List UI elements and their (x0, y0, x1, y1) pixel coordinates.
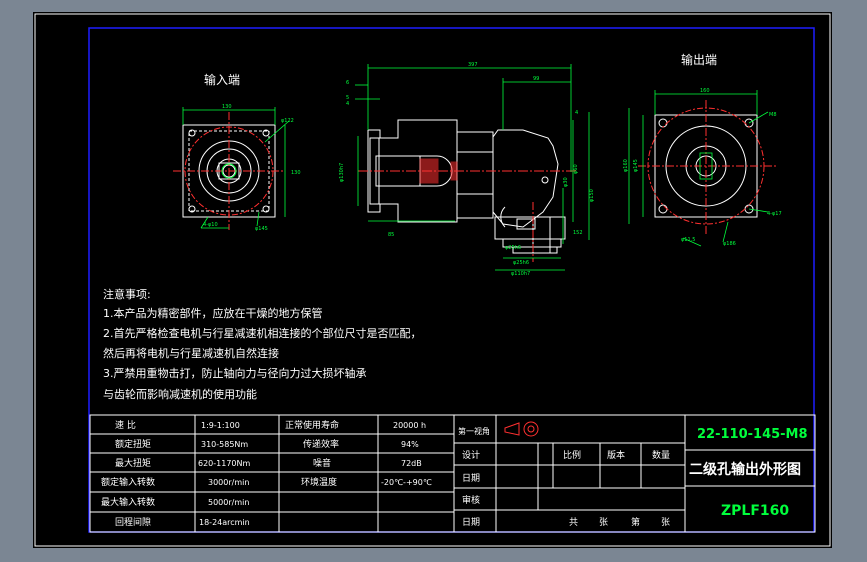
title-block: 第一视角 设计 日期 审核 日期 比例 版本 数量 共 张 第 张 22-110… (453, 414, 816, 533)
output-end-view: 输出端 160 M8 φ160 φ145 (623, 52, 782, 247)
row-date-2: 日期 (462, 517, 480, 528)
input-end-label: 输入端 (204, 72, 240, 87)
dim-input-pcd: φ122 (281, 118, 294, 124)
dim-output-holes: 4-φ17 (767, 211, 782, 217)
model-number: ZPLF160 (721, 503, 789, 519)
spec-label: 环境温度 (301, 476, 337, 488)
dim-flange-c: 4 (346, 101, 349, 107)
dim-pilot: φ130h7 (339, 163, 345, 182)
spec-label: 最大输入转数 (101, 496, 155, 508)
spec-value: -20℃-+90℃ (381, 478, 432, 487)
notes-block: 注意事项: 1.本产品为精密部件，应放在干燥的地方保管 2.首先严格检查电机与行… (103, 287, 422, 401)
output-end-label: 输出端 (681, 52, 717, 67)
sheet-unit: 张 (599, 517, 608, 528)
spec-value: 72dB (401, 459, 422, 468)
dim-output-circle: φ186 (723, 241, 736, 247)
spec-value: 1:9-1:100 (201, 421, 240, 430)
dim-output-height: 152 (573, 230, 583, 236)
dim-output-pcd: φ145 (633, 159, 639, 172)
spec-label: 回程间隙 (115, 516, 151, 528)
spec-value: 620-1170Nm (198, 459, 251, 468)
dim-output-width: 160 (700, 88, 710, 94)
spec-label: 速 比 (115, 419, 136, 431)
first-angle-symbol-icon (504, 421, 539, 437)
projection-label: 第一视角 (458, 426, 490, 436)
header-quantity: 数量 (652, 449, 670, 461)
dim-flange-a: 6 (346, 80, 349, 86)
dim-input-width: 130 (222, 104, 232, 110)
dim-output-bore-b: φ25h6 (505, 245, 521, 251)
spec-value: 18-24arcmin (199, 518, 250, 527)
dim-body-height: φ150 (589, 189, 595, 202)
sheet-total: 共 (569, 517, 578, 528)
spec-table: 速 比 1:9-1:100 正常使用寿命 20000 h 额定扭矩 310-58… (89, 414, 455, 533)
note-line: 然后再将电机与行星减速机自然连接 (103, 346, 279, 360)
dim-flange-b: 5 (346, 95, 349, 101)
dim-output-thread: M8 (769, 112, 777, 118)
input-end-view: 输入端 130 φ122 13 (173, 72, 301, 232)
spec-value: 3000r/min (208, 478, 249, 487)
dim-output-pilot: φ110h7 (511, 271, 530, 277)
note-line: 1.本产品为精密部件，应放在干燥的地方保管 (103, 306, 323, 320)
header-scale: 比例 (563, 449, 581, 461)
spec-label: 噪音 (313, 457, 331, 469)
row-design: 设计 (462, 449, 480, 461)
dim-input-circle: φ145 (255, 226, 268, 232)
drawing-border (88, 27, 815, 533)
dim-input-depth: 85 (388, 232, 394, 238)
note-line: 与齿轮而影响减速机的使用功能 (103, 387, 257, 401)
spec-value: 310-585Nm (201, 440, 248, 449)
drawing-name: 二级孔输出外形图 (689, 461, 801, 478)
sheet-number: 第 (631, 516, 640, 528)
header-version: 版本 (607, 449, 625, 461)
spec-label: 最大扭矩 (115, 457, 151, 469)
dim-output-bore: φ25h6 (513, 260, 529, 266)
row-date: 日期 (462, 473, 480, 484)
dim-output-keyway: φ11.5 (681, 237, 695, 243)
spec-label: 额定输入转数 (101, 476, 155, 488)
dim-input-height: 130 (291, 170, 301, 176)
dim-output-length: 99 (533, 76, 539, 82)
drawing-number: 22-110-145-M8 (697, 427, 808, 442)
cad-drawing: 输入端 130 φ122 13 (34, 13, 831, 547)
spec-value: 5000r/min (208, 498, 249, 507)
dim-total-length: 397 (468, 62, 478, 68)
spec-label: 额定扭矩 (115, 438, 151, 450)
spec-value: 20000 h (393, 421, 426, 430)
side-view: 397 99 6 5 4 φ130h7 85 φ30 φ60 φ150 φ110… (339, 62, 595, 277)
notes-title: 注意事项: (103, 287, 151, 301)
spec-value: 94% (401, 440, 419, 449)
dim-output-square: φ160 (623, 159, 629, 172)
spec-label: 传递效率 (303, 438, 339, 450)
dim-output-step: 4 (575, 110, 578, 116)
spec-label: 正常使用寿命 (285, 419, 339, 431)
dim-shaft-a: φ30 (563, 177, 569, 187)
dim-shaft-b: φ60 (573, 164, 579, 174)
dim-input-holes: 4-φ10 (203, 222, 218, 228)
outer-frame (34, 13, 831, 547)
row-review: 审核 (462, 494, 480, 506)
drawing-viewport[interactable]: 输入端 130 φ122 13 (33, 12, 832, 548)
note-line: 2.首先严格检查电机与行星减速机相连接的个部位尺寸是否匹配， (103, 326, 422, 340)
note-line: 3.严禁用重物击打，防止轴向力与径向力过大损坏轴承 (103, 366, 367, 380)
sheet-unit-2: 张 (661, 517, 670, 528)
